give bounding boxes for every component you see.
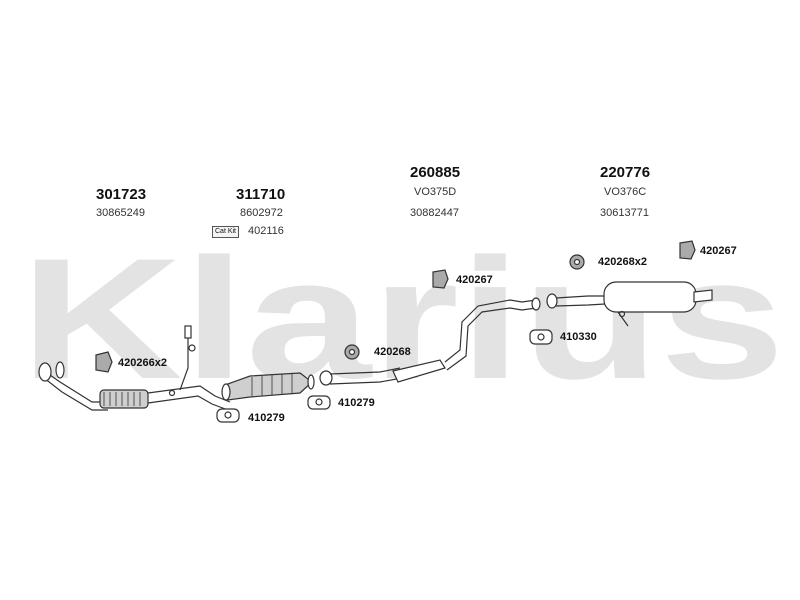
ref-number-8602972: 8602972 xyxy=(240,207,283,219)
ref-number-30882447: 30882447 xyxy=(410,207,459,219)
watermark-logo: Klarius xyxy=(20,223,785,415)
callout-410279-a: 410279 xyxy=(248,412,285,424)
part-number-301723: 301723 xyxy=(96,186,147,203)
callout-420267-a: 420267 xyxy=(456,274,493,286)
part-number-260885: 260885 xyxy=(410,164,461,181)
code-VO376C: VO376C xyxy=(604,186,647,198)
part-number-311710: 311710 xyxy=(236,186,286,203)
callout-420268x2: 420268x2 xyxy=(598,256,647,268)
callout-420268: 420268 xyxy=(374,346,411,358)
gasket-410279-b xyxy=(307,395,331,410)
cat-kit-label: Cat Kit xyxy=(212,226,240,238)
front-pipe xyxy=(38,325,231,411)
rubber-mount-420267-a xyxy=(432,269,449,289)
centre-silencer-pipe xyxy=(319,293,558,386)
rubber-mount-420267-b xyxy=(679,240,696,260)
ref-number-30865249: 30865249 xyxy=(96,207,145,219)
rubber-mount-420268 xyxy=(344,344,360,360)
rear-silencer xyxy=(555,281,713,327)
code-VO375D: VO375D xyxy=(414,186,457,198)
callout-420266x2: 420266x2 xyxy=(118,357,167,369)
catalytic-converter xyxy=(221,372,315,401)
part-number-220776: 220776 xyxy=(600,164,651,181)
gasket-410279-a xyxy=(216,408,240,423)
callout-410279-b: 410279 xyxy=(338,397,375,409)
ref-number-30613771: 30613771 xyxy=(600,207,649,219)
rubber-mount-420266 xyxy=(95,351,113,373)
callout-420267-b: 420267 xyxy=(700,245,737,257)
gasket-410330 xyxy=(529,329,553,345)
rubber-mount-420268-b xyxy=(569,254,585,270)
ref-number-402116: 402116 xyxy=(248,225,284,237)
callout-410330: 410330 xyxy=(560,331,597,343)
